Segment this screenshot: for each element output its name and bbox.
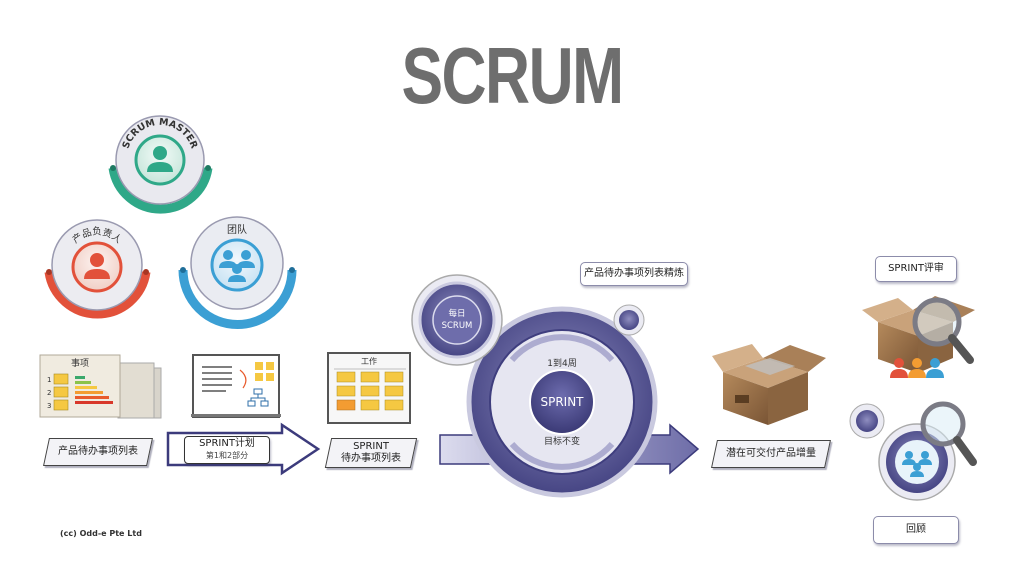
review-people-icon xyxy=(890,358,944,378)
sprint-backlog-taskboard-icon: 工作 xyxy=(327,352,411,424)
page-title: SCRUM xyxy=(401,31,624,120)
copyright-credit: (cc) Odd-e Pte Ltd xyxy=(60,529,142,538)
backlog-number-1: 1 xyxy=(47,376,51,384)
increment-box-icon xyxy=(712,344,826,425)
backlog-number-2: 2 xyxy=(47,389,51,397)
team-people-icon xyxy=(219,250,255,282)
backlog-refinement-label: 产品待办事项列表精炼 xyxy=(580,262,688,286)
work-board-title: 工作 xyxy=(361,356,377,366)
team-role: 团队 xyxy=(178,216,297,329)
sprint-planning-title: SPRINT计划 xyxy=(199,438,255,449)
sprint-backlog-label: SPRINT 待办事项列表 xyxy=(324,438,418,468)
refinement-cycle-icon xyxy=(613,304,645,336)
retrospective-label: 回顾 xyxy=(873,516,959,544)
sprint-planning-label: SPRINT计划 第1和2部分 xyxy=(172,436,282,464)
scrum-master-role: SCRUM MASTER xyxy=(108,115,213,214)
sprint-core xyxy=(529,369,595,435)
product-backlog-icon: 事项 1 2 3 xyxy=(39,354,162,419)
product-owner-person-icon xyxy=(84,253,110,279)
team-label: 团队 xyxy=(227,223,247,236)
product-owner-role: 产品负责人 xyxy=(44,219,151,319)
sprint-label: SPRINT xyxy=(540,395,584,409)
sprint-planning-subtitle: 第1和2部分 xyxy=(205,451,249,460)
sprint-goal-label: 目标不变 xyxy=(544,435,580,447)
scrum-master-person-icon xyxy=(147,146,173,172)
sprint-cycle: SPRINT 1到4周 目标不变 xyxy=(466,306,658,498)
backlog-number-3: 3 xyxy=(47,402,51,410)
product-owner-arc xyxy=(44,271,151,319)
retrospective-icon xyxy=(849,401,977,501)
sprint-backlog-label-line2: 待办事项列表 xyxy=(341,453,401,464)
sprint-duration-label: 1到4周 xyxy=(547,357,576,369)
sprint-planning-whiteboard-icon xyxy=(191,354,281,418)
sprint-backlog-label-line1: SPRINT xyxy=(353,441,389,452)
retrospective-magnifier-icon xyxy=(920,401,977,466)
daily-scrum-label: SCRUM xyxy=(442,321,473,331)
sprint-review-label: SPRINT评审 xyxy=(875,256,957,282)
review-magnifier-icon xyxy=(912,297,974,364)
backlog-card-title: 事项 xyxy=(71,357,89,369)
sprint-review-icon xyxy=(862,296,975,378)
retrospective-people-icon xyxy=(902,451,932,477)
daily-scrum-cycle: 每日 SCRUM xyxy=(411,274,503,366)
product-backlog-label: 产品待办事项列表 xyxy=(43,438,153,466)
team-arc xyxy=(178,269,297,329)
daily-label: 每日 xyxy=(448,308,465,319)
scrum-master-arc xyxy=(108,167,213,214)
increment-label: 潜在可交付产品增量 xyxy=(711,440,831,468)
